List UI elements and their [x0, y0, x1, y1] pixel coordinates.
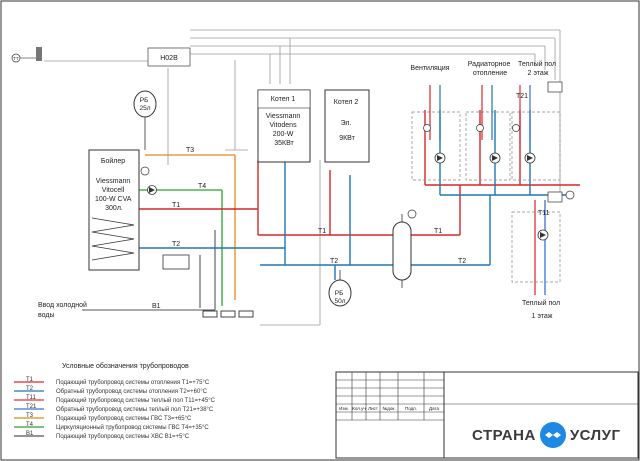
- floor2-label: Теплый пол 2 этаж: [518, 60, 558, 77]
- title-block: [335, 371, 639, 459]
- pipe-b1: [82, 230, 216, 311]
- legend-text: Подающий трубопровод системы ГВС T3=+65°…: [56, 415, 192, 422]
- title-block-header: Подп.: [405, 406, 417, 411]
- h02b-label: H02B: [160, 55, 178, 62]
- filters: [202, 310, 254, 318]
- legend-text: Подающий трубопровод системы теплый пол …: [56, 397, 216, 404]
- pipe-t11-t21: [511, 200, 561, 295]
- svg-text:РБ 50л: РБ 50л: [334, 290, 345, 305]
- rb-bottom-1: РБ: [335, 290, 344, 297]
- title-block-header: Лист: [368, 406, 378, 411]
- control-lines: [44, 29, 561, 326]
- svg-text:T1: T1: [172, 202, 180, 209]
- pumps: [147, 152, 549, 241]
- title-block-header: Изм.: [339, 406, 349, 411]
- legend-code: B1: [26, 431, 34, 437]
- legend-code: T2: [26, 386, 34, 392]
- pipe-code-labels: T3 T4 T1 T2 B1 T1 T2 T1 T2 T11 T21: [152, 93, 550, 310]
- floor1-label: Теплый пол 1 этаж: [522, 299, 562, 320]
- svg-text:B1: B1: [152, 303, 161, 310]
- outdoor-sensor: ТT: [11, 47, 42, 63]
- expansion-tank-50: РБ 50л: [328, 270, 352, 307]
- radiator-label: Радиаторное отопление: [468, 61, 513, 77]
- legend-text: Циркуляционный трубопровод системы ГВС T…: [56, 424, 209, 431]
- legend-text: Подающий трубопровод системы ХВС B1=+5°C: [56, 433, 190, 440]
- legend-code: T21: [26, 404, 37, 410]
- brand-right: УСЛУГ: [569, 426, 621, 444]
- pipe-t3: [145, 154, 236, 300]
- legend: T1 Подающий трубопровод системы отопления…: [14, 377, 216, 440]
- boiler-tank: Бойлер Viessmann Vitocell 100-W CVA 300л…: [88, 149, 140, 271]
- brand-logo: СТРАНА УСЛУГ: [472, 417, 632, 453]
- rb-top-1: РБ: [140, 97, 149, 104]
- handshake-icon: [539, 422, 566, 448]
- manifold-groups: [411, 111, 561, 181]
- pipe-t2: [138, 110, 570, 280]
- legend-text: Подающий трубопровод системы отопления T…: [56, 379, 210, 386]
- brand-left: СТРАНА: [472, 426, 536, 444]
- legend-code: T1: [26, 377, 34, 383]
- svg-text:T11: T11: [538, 210, 550, 217]
- kotel-1: Котел 1 Viessmann Vitodens 200-W 35КВт: [257, 89, 311, 163]
- title-block-header: Кол.уч: [352, 406, 366, 411]
- kotel1-text: Котел 1 Viessmann Vitodens 200-W 35КВт: [266, 96, 302, 147]
- legend-title: Условные обозначения трубопроводов: [62, 362, 189, 370]
- svg-text:T2: T2: [458, 258, 466, 265]
- legend-code: T4: [26, 422, 34, 428]
- svg-text:T1: T1: [434, 228, 442, 235]
- title-block-header: №док.: [382, 406, 395, 411]
- svg-text:T1: T1: [318, 228, 326, 235]
- svg-text:T3: T3: [186, 147, 194, 154]
- kotel2-text: Котел 2 Эл. 9КВт: [334, 99, 360, 142]
- svg-text:РБ 25л: РБ 25л: [139, 97, 150, 112]
- legend-code: T3: [26, 413, 34, 419]
- title-block-header: Дата: [429, 406, 439, 411]
- svg-text:T21: T21: [516, 93, 528, 100]
- kotel-2: Котел 2 Эл. 9КВт: [324, 89, 370, 163]
- svg-text:T2: T2: [172, 241, 180, 248]
- legend-code: T11: [26, 395, 37, 401]
- pipe-t1: [138, 110, 580, 236]
- tt-label: ТT: [13, 56, 19, 61]
- hydraulic-separator: [392, 214, 412, 288]
- ventilation-label: Вентиляция: [410, 65, 449, 72]
- expansion-tank-25: РБ 25л: [133, 90, 157, 150]
- cold-water-label: Ввод холодной воды: [38, 301, 89, 319]
- legend-text: Обратный трубопровод системы теплый пол …: [56, 406, 214, 413]
- svg-text:T4: T4: [198, 183, 206, 190]
- boiler-tank-text: Бойлер Viessmann Vitocell 100-W CVA 300л…: [95, 157, 133, 212]
- aux-boxes: [162, 81, 563, 270]
- temperature-sensors: [140, 124, 575, 219]
- svg-text:T2: T2: [330, 258, 338, 265]
- legend-text: Обратный трубопровод системы отопления T…: [56, 388, 208, 395]
- controller-h02b: H02B: [147, 47, 191, 67]
